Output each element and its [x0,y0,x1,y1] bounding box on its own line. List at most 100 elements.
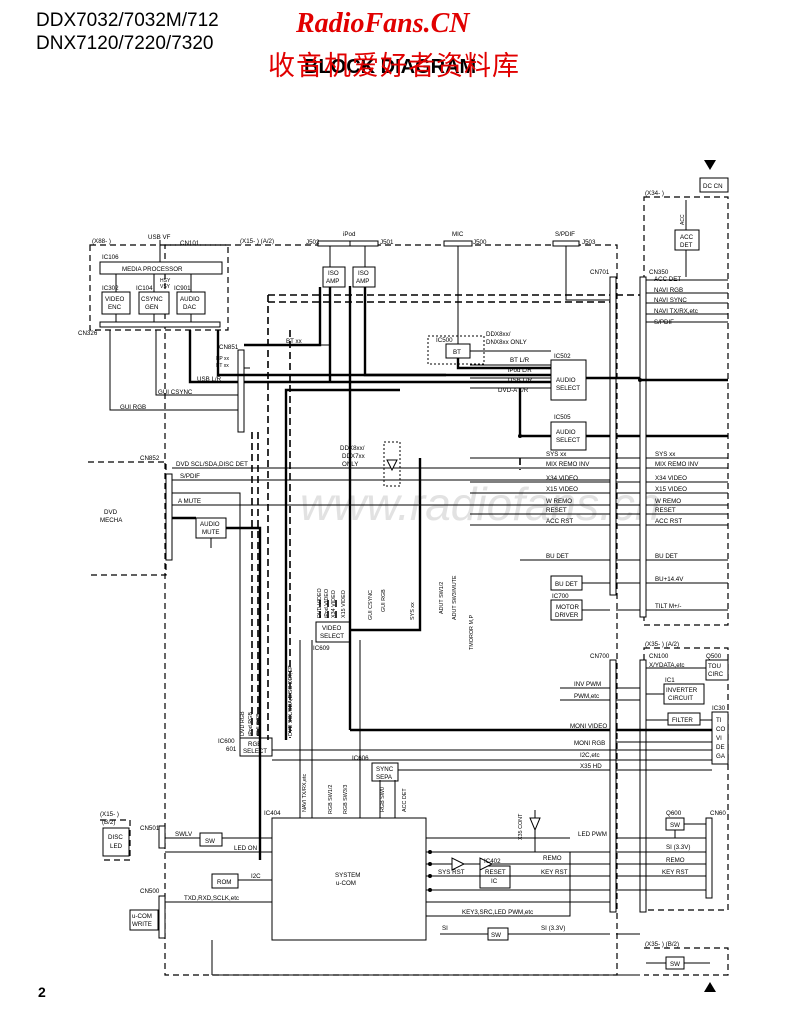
x88-board [89,244,229,331]
lbl-cn100: CN100 [649,653,669,660]
lbl-w-remo: W REMO [546,498,572,505]
lbl-v-rgb-sw0: RGB SW0 [380,787,386,812]
lbl-csync-1: CSYNC [141,296,163,303]
lbl-v-gui-csync: GUI CSYNC [368,590,374,620]
lbl-sync-sepa-2: SEPA [376,774,393,781]
lbl-xydata: X/YDATA,etc [649,662,685,669]
lbl-swlv: SWLV [175,831,193,838]
lbl-system-2: u-COM [336,880,356,887]
lbl-acc-det-sig: ACC DET [654,276,681,283]
cn700-strip [609,659,617,913]
lbl-pwm-etc: PWM,etc [574,693,599,700]
lbl-iso-amp-2a: ISO [358,270,369,277]
lbl-motor-2: DRIVER [555,612,579,619]
touch-block [705,659,729,681]
lbl-ep-xx: EP xx [216,356,229,362]
system-ucom-block [271,817,427,941]
page-number: 2 [38,984,46,1000]
lbl-cn852: CN852 [140,455,160,462]
cn501-strip [158,825,166,849]
cn852-strip [165,473,173,561]
lbl-ic606: IC606 [352,755,369,762]
cn851-strip [237,349,245,433]
lbl-sw: SW [205,838,215,845]
lbl-csync-2: GEN [145,304,158,311]
lbl-sys-xx: SYS xx [546,451,567,458]
cn326-strip [99,321,221,328]
lbl-spdif-sig: S/PDIF [654,319,674,326]
lbl-v-dvd-scl: DVD SCL/SDA,DISC DET,EP [288,665,294,736]
lbl-ddx8xx-2: DDX8xx/ [340,445,365,452]
lbl-v-x15-video: X15 VIDEO [341,590,347,618]
lbl-x34-video: X34 VIDEO [546,475,578,482]
audio-select-2-block [550,421,587,451]
lbl-touch-2: CIRC [708,671,724,678]
lbl-video-enc-1: VIDEO [105,296,124,303]
lbl-bt-xx-small: BT xx [216,363,229,369]
bold-signals [172,286,728,860]
lbl-bu-det-r: BU DET [655,553,678,560]
lbl-j502: J502 [306,239,320,246]
lbl-vsy: VSY [160,284,171,290]
lbl-ipod-lr: iPod L/R [508,367,532,374]
acc-det-block [674,229,700,251]
lbl-bt: BT [453,349,461,356]
lbl-sw2: SW [491,932,501,939]
lbl-v-rgb-sw3: RGB SW3/3 [343,785,349,814]
lbl-mic: MIC [452,231,464,238]
lbl-acc-det-2: DET [680,242,693,249]
lbl-key-rst: KEY RST [541,869,568,876]
j501-strip [349,240,379,247]
media-processor-block [99,261,223,275]
rom-block [211,873,239,889]
lbl-remo-r: REMO [666,857,685,864]
lbl-cn501: CN501 [140,825,160,832]
lbl-ti-4: DE [716,744,725,751]
lbl-x35-a2: (X35- ) (A/2) [645,641,679,648]
lbl-ic104: IC104 [136,285,153,292]
cn60-strip [705,817,713,899]
lbl-ic1: IC1 [665,677,675,684]
lbl-ic106: IC106 [102,254,119,261]
sync-sepa-block [371,762,399,782]
lbl-cn700: CN700 [590,653,610,660]
cn500-strip [158,895,166,939]
lbl-ic600: IC600 [218,738,235,745]
blocks [99,177,729,970]
lbl-key3: KEY3,SRC,LED PWM,etc [462,909,533,916]
tiv-block [711,711,729,765]
lbl-bt-xx: BT xx [286,338,303,345]
lbl-ucom-write-1: u-COM [132,913,152,920]
lbl-ic502: IC502 [554,353,571,360]
lbl-media-processor: MEDIA PROCESSOR [122,266,183,273]
lbl-audio-select-1b: SELECT [556,385,580,392]
lbl-cn701: CN701 [590,269,610,276]
lbl-x15-a2: (X15- ) (A/2) [240,238,274,245]
connectors [99,240,713,939]
lbl-gui-csync: GUI CSYNC [158,389,193,396]
lbl-rom: ROM [217,879,231,886]
lbl-audio-select-2a: AUDIO [556,429,576,436]
x35-a2-board [643,647,729,911]
lbl-sys-rst: SYS RST [438,869,465,876]
lbl-touch-1: TOU [708,663,721,670]
lbl-gui-rgb: GUI RGB [120,404,146,411]
lbl-navi-txrx: NAVI TX/RX,etc [654,308,698,315]
lbl-sw3: SW [670,822,680,829]
lbl-hsy: HSY [160,278,171,284]
lbl-q500: Q500 [706,653,722,660]
lbl-w-remo-r: W REMO [655,498,681,505]
lbl-spdif-jack: S/PDIF [555,231,575,238]
lbl-ddx7xx: DDX7xx [342,453,366,460]
lbl-q600: Q600 [666,810,682,817]
disc-led-block [102,827,130,857]
j500-strip [443,240,473,247]
lbl-dvd-scl: DVD SCL/SDA,DISC DET [176,461,248,468]
lbl-si: SI [442,925,448,932]
rgb-select-block [239,737,273,757]
lbl-ic402: IC402 [484,858,501,865]
lbl-video-enc-2: ENC [108,304,122,311]
lbl-x15-video-r: X15 VIDEO [655,486,687,493]
lbl-ic609: IC609 [313,645,330,652]
